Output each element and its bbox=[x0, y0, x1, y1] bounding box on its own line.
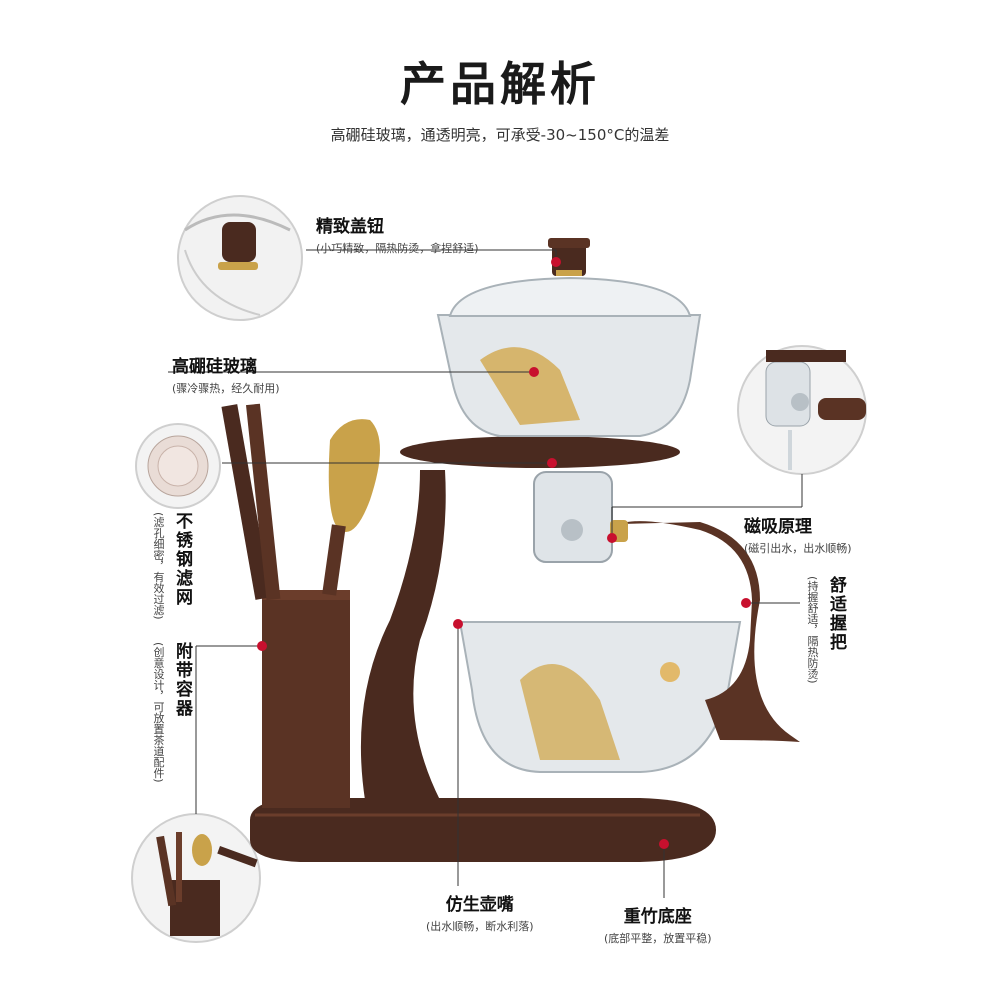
callout-lid-knob-title: 精致盖钮 bbox=[316, 217, 384, 237]
glass-dot bbox=[529, 367, 539, 377]
callout-glass-desc: (骤冷骤热，经久耐用) bbox=[172, 382, 280, 395]
filter-dot bbox=[547, 458, 557, 468]
callout-handle-title: 舒适握把 bbox=[826, 576, 846, 652]
page-subtitle: 高硼硅玻璃，通透明亮，可承受-30~150°C的温差 bbox=[330, 126, 670, 144]
callout-lid-knob-desc: (小巧精致，隔热防烫，拿捏舒适) bbox=[316, 242, 479, 255]
callout-filter: 不锈钢滤网 (滤孔细密，有效过滤) bbox=[150, 512, 195, 620]
page-title: 产品解析 bbox=[400, 57, 600, 111]
spout-dot bbox=[453, 619, 463, 629]
callout-filter-desc: (滤孔细密，有效过滤) bbox=[152, 512, 165, 620]
callout-base: 重竹底座 (底部平整，放置平稳) bbox=[604, 902, 712, 946]
callout-container: 附带容器 (创意设计，可放置茶道配件) bbox=[150, 642, 195, 783]
callout-handle: 舒适握把 (持握舒适，隔热防烫) bbox=[804, 576, 849, 684]
tea-set bbox=[221, 238, 800, 862]
callout-lid-knob: 精致盖钮 (小巧精致，隔热防烫，拿捏舒适) bbox=[316, 212, 479, 256]
callout-glass-title: 高硼硅玻璃 bbox=[172, 357, 257, 377]
base-dot bbox=[659, 839, 669, 849]
magnetic-detail-image bbox=[737, 345, 867, 475]
callout-base-desc: (底部平整，放置平稳) bbox=[604, 932, 712, 945]
callout-magnetic: 磁吸原理 (磁引出水，出水顺畅) bbox=[744, 512, 852, 556]
callout-glass: 高硼硅玻璃 (骤冷骤热，经久耐用) bbox=[172, 352, 280, 396]
filter-detail-image bbox=[135, 423, 221, 509]
callout-magnetic-title: 磁吸原理 bbox=[744, 517, 812, 537]
callout-filter-title: 不锈钢滤网 bbox=[172, 512, 192, 607]
callout-base-title: 重竹底座 bbox=[623, 907, 692, 927]
callout-spout: 仿生壶嘴 (出水顺畅，断水利落) bbox=[426, 890, 534, 934]
callout-spout-desc: (出水顺畅，断水利落) bbox=[426, 920, 534, 933]
container-detail-image bbox=[131, 813, 261, 943]
lid-knob-detail-image bbox=[177, 195, 303, 321]
magnetic-dot bbox=[607, 533, 617, 543]
callout-dots bbox=[257, 257, 751, 849]
lid-knob-dot bbox=[551, 257, 561, 267]
callout-spout-title: 仿生壶嘴 bbox=[445, 895, 514, 915]
callout-magnetic-desc: (磁引出水，出水顺畅) bbox=[744, 542, 852, 555]
container-dot bbox=[257, 641, 267, 651]
callout-container-title: 附带容器 bbox=[172, 642, 192, 718]
callout-handle-desc: (持握舒适，隔热防烫) bbox=[806, 576, 819, 684]
handle-dot bbox=[741, 598, 751, 608]
callout-container-desc: (创意设计，可放置茶道配件) bbox=[152, 642, 165, 783]
